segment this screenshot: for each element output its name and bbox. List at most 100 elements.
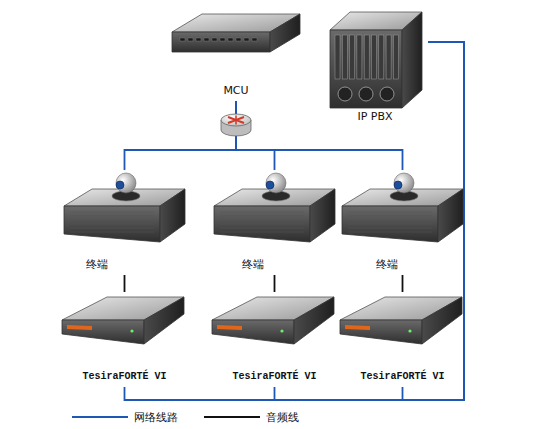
router-icon [221,114,251,136]
camera-lens [266,181,274,189]
card-slot [357,35,362,79]
fan [359,87,373,101]
vent-line [348,228,432,229]
card-slot [335,35,340,79]
legend-line [72,416,128,418]
vent-line [220,216,304,217]
vent-line [348,220,432,221]
audio-line [124,275,126,292]
vent-line [220,220,304,221]
tesira-front [62,320,144,344]
legend-item: 网络线路 [72,410,178,425]
node-label: 终端 [86,258,187,272]
vent-line [348,232,432,233]
tesira-node: TesiraFORTÉ VI [62,292,187,387]
vent-line [70,228,154,229]
card-slot [350,35,355,79]
card-slot [372,35,377,79]
terminal-side [438,189,463,242]
camera-lens [394,181,402,189]
vent-line [70,220,154,221]
port-slot [252,38,257,41]
vent-line [220,228,304,229]
port-slot [244,38,249,41]
port-slot [228,38,233,41]
mcu-device [172,14,300,52]
legend-label: 音频线 [266,410,299,425]
tesira-front [340,320,422,344]
device-label: TesiraFORTÉ VI [212,370,337,384]
device-label: TesiraFORTÉ VI [340,370,465,384]
tesira-device [62,297,184,344]
node-label: IP PBX [322,110,428,124]
vent-line [70,232,154,233]
fan [380,87,394,101]
tesira-device [340,297,462,344]
camera-head [266,173,286,193]
port-slot [236,38,241,41]
tesira-node: TesiraFORTÉ VI [212,292,337,387]
terminal-front [342,206,438,242]
pbx-node: IP PBX [322,8,428,127]
front-stripe [217,325,242,330]
audio-line [274,275,276,292]
device-label: TesiraFORTÉ VI [62,370,187,384]
tesira-side [294,297,334,344]
tesira-devices [62,297,462,344]
camera-head [394,173,414,193]
terminal-node: 终端 [62,170,187,275]
terminal-node: 终端 [212,170,337,275]
card-slot [379,35,384,79]
legend-item: 音频线 [204,410,299,425]
legend-label: 网络线路 [134,410,178,425]
vent-line [70,224,154,225]
front-stripe [345,325,370,330]
audio-line [402,275,404,292]
legend-sample [72,412,128,422]
tesira-node: TesiraFORTÉ VI [340,292,465,387]
card-slot [386,35,391,79]
terminal-front [64,206,160,242]
tesira-front [212,320,294,344]
status-led [130,329,133,332]
status-led [408,329,411,332]
tesira-side [422,297,462,344]
terminal-device [342,173,463,242]
node-label: 终端 [242,258,337,272]
port-slot [220,38,225,41]
node-label: MCU [171,84,301,98]
port-slot [188,38,193,41]
pbx-cabinet [330,12,422,108]
vent-line [70,216,154,217]
card-slot [342,35,347,79]
legend-sample [204,412,260,422]
mcu-node: MCU [171,6,301,101]
vent-line [220,212,304,213]
terminal-devices [64,173,463,242]
tesira-device [212,297,334,344]
vent-line [348,216,432,217]
terminal-side [310,189,335,242]
card-slot [393,35,398,79]
legend: 网络线路 音频线 [72,409,325,425]
camera-lens [116,181,124,189]
port-slot [180,38,185,41]
node-label: 终端 [376,258,465,272]
terminal-node: 终端 [340,170,465,275]
camera-head [116,173,136,193]
vent-line [348,224,432,225]
terminal-side [160,189,185,242]
vent-line [220,224,304,225]
fan [338,87,352,101]
vent-line [220,232,304,233]
legend-line [204,416,260,418]
port-slot [204,38,209,41]
terminal-device [214,173,335,242]
tesira-side [144,297,184,344]
front-stripe [67,325,92,330]
port-slot [196,38,201,41]
card-slot [364,35,369,79]
vent-line [348,212,432,213]
